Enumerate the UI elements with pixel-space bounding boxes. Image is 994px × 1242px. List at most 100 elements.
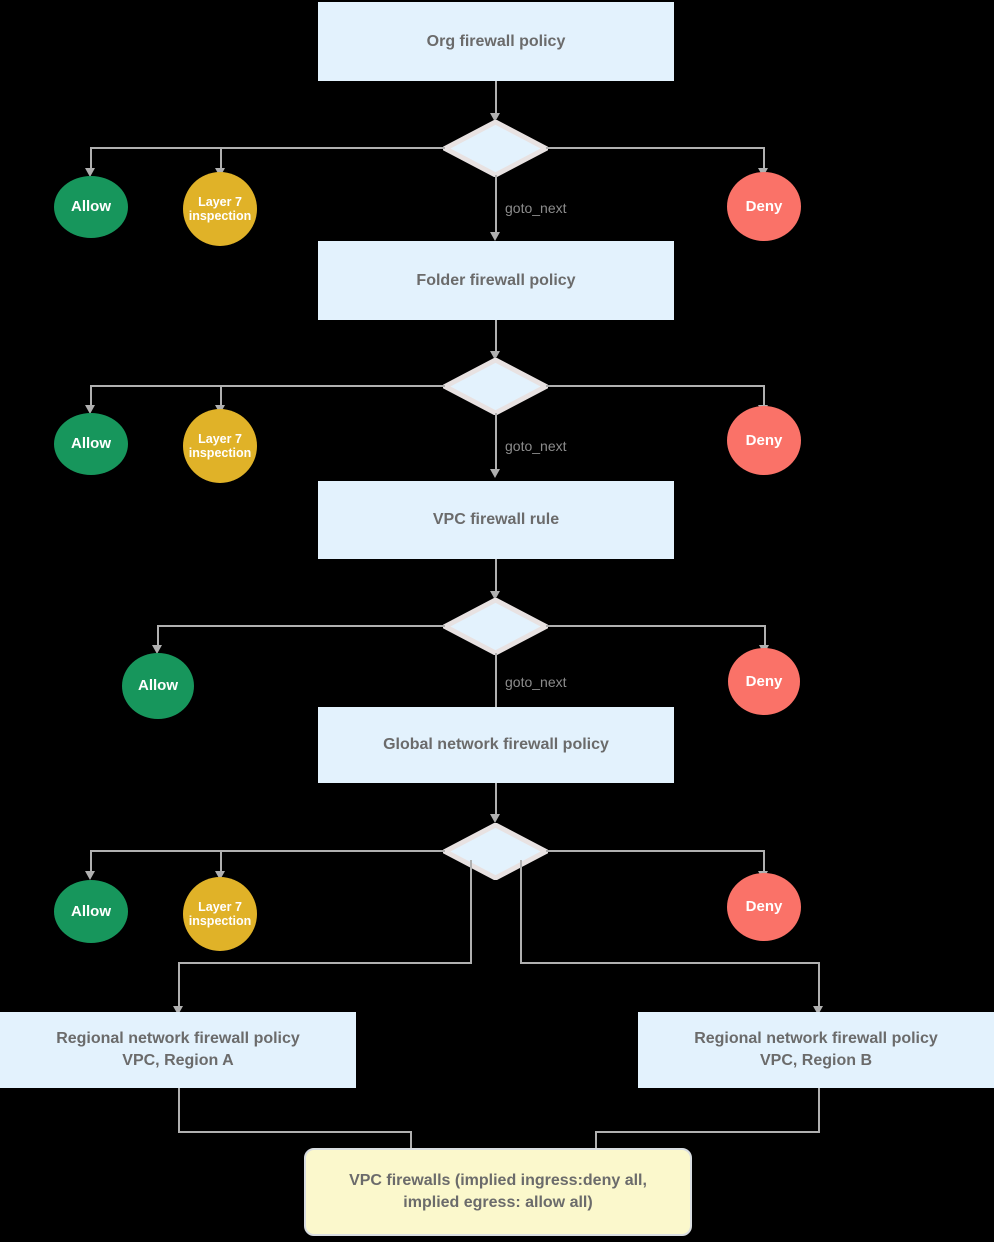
arrow-head bbox=[490, 814, 500, 823]
arrow-head bbox=[490, 591, 500, 600]
connector-org-to-decision bbox=[495, 81, 497, 115]
outcome-deny-1: Deny bbox=[727, 172, 801, 241]
node-vpc-firewall-rule: VPC firewall rule bbox=[318, 481, 674, 559]
node-regional-policy-region-a: Regional network firewall policy VPC, Re… bbox=[0, 1012, 356, 1088]
connector-decision4-down-left bbox=[470, 860, 472, 962]
outcome-label: Deny bbox=[745, 431, 783, 449]
outcome-layer7-4: Layer 7 inspection bbox=[183, 877, 257, 951]
connector-region-b-to-terminal bbox=[595, 1131, 820, 1133]
connector-global-to-decision bbox=[495, 783, 497, 816]
connector-to-region-b bbox=[520, 962, 820, 964]
outcome-allow-2: Allow bbox=[54, 413, 128, 475]
connector-decision3-left bbox=[157, 625, 445, 627]
connector-decision4-down-right bbox=[520, 860, 522, 962]
outcome-label: Allow bbox=[71, 435, 111, 453]
node-label: Org firewall policy bbox=[426, 32, 566, 50]
connector-goto-next-1 bbox=[495, 175, 497, 235]
connector-decision1-right bbox=[546, 147, 765, 149]
connector-decision2-right bbox=[546, 385, 765, 387]
connector-to-layer7-1 bbox=[220, 147, 222, 170]
outcome-label: Allow bbox=[71, 902, 111, 920]
connector-to-deny-1 bbox=[763, 147, 765, 170]
connector-to-layer7-2 bbox=[220, 385, 222, 407]
terminal-label-line1: VPC firewalls (implied ingress:deny all, bbox=[349, 1171, 647, 1189]
connector-to-layer7-4 bbox=[220, 850, 222, 873]
outcome-label: Deny bbox=[745, 197, 783, 215]
arrow-head bbox=[85, 168, 95, 177]
outcome-allow-3: Allow bbox=[122, 653, 194, 719]
outcome-label: Allow bbox=[138, 677, 178, 695]
node-label: VPC firewall rule bbox=[432, 511, 560, 529]
connector-to-deny-4 bbox=[763, 850, 765, 873]
decision-global-policy bbox=[443, 823, 548, 880]
outcome-label-line2: inspection bbox=[188, 446, 252, 460]
connector-decision1-left bbox=[90, 147, 445, 149]
edge-label-goto-next-2: goto_next bbox=[505, 438, 567, 454]
outcome-layer7-1: Layer 7 inspection bbox=[183, 172, 257, 246]
outcome-label: Allow bbox=[71, 198, 111, 216]
arrow-head bbox=[490, 232, 500, 241]
connector-to-deny-3 bbox=[764, 625, 766, 647]
outcome-label-line1: Layer 7 bbox=[198, 899, 242, 914]
connector-folder-to-decision bbox=[495, 320, 497, 353]
connector-vpcrule-to-decision bbox=[495, 559, 497, 593]
connector-terminal-in-right bbox=[595, 1131, 597, 1153]
arrow-head bbox=[490, 469, 500, 478]
terminal-label-line2: implied egress: allow all) bbox=[403, 1194, 593, 1211]
connector-to-deny-2 bbox=[763, 385, 765, 407]
node-label-line2: VPC, Region B bbox=[759, 1052, 872, 1069]
connector-region-a-to-terminal bbox=[178, 1131, 412, 1133]
arrow-head bbox=[85, 871, 95, 880]
decision-folder-policy bbox=[443, 358, 548, 415]
connector-goto-next-3 bbox=[495, 653, 497, 710]
outcome-allow-4: Allow bbox=[54, 880, 128, 943]
arrow-head bbox=[490, 113, 500, 122]
connector-region-b-drop bbox=[818, 962, 820, 1008]
connector-to-allow-2 bbox=[90, 385, 92, 407]
connector-decision4-right bbox=[546, 850, 765, 852]
connector-decision2-left bbox=[90, 385, 445, 387]
outcome-deny-4: Deny bbox=[727, 873, 801, 941]
outcome-label: Deny bbox=[745, 672, 783, 690]
node-global-network-firewall-policy: Global network firewall policy bbox=[318, 707, 674, 783]
outcome-label-line1: Layer 7 bbox=[198, 431, 242, 446]
edge-label-goto-next-3: goto_next bbox=[505, 674, 567, 690]
connector-region-a-drop bbox=[178, 962, 180, 1008]
node-vpc-firewalls-terminal: VPC firewalls (implied ingress:deny all,… bbox=[304, 1148, 692, 1236]
outcome-label-line1: Layer 7 bbox=[198, 194, 242, 209]
outcome-allow-1: Allow bbox=[54, 176, 128, 238]
node-label: Folder firewall policy bbox=[416, 271, 576, 289]
connector-decision3-right bbox=[546, 625, 766, 627]
node-label: Global network firewall policy bbox=[383, 736, 609, 754]
connector-region-a-out bbox=[178, 1088, 180, 1133]
outcome-label-line2: inspection bbox=[188, 914, 252, 928]
connector-terminal-in-left bbox=[410, 1131, 412, 1153]
decision-org-policy bbox=[443, 120, 548, 177]
connector-to-allow-1 bbox=[90, 147, 92, 170]
connector-decision4-left bbox=[90, 850, 445, 852]
outcome-layer7-2: Layer 7 inspection bbox=[183, 409, 257, 483]
node-regional-policy-region-b: Regional network firewall policy VPC, Re… bbox=[638, 1012, 994, 1088]
node-org-firewall-policy: Org firewall policy bbox=[318, 2, 674, 81]
arrow-head bbox=[152, 645, 162, 654]
connector-to-region-a bbox=[178, 962, 472, 964]
connector-region-b-out bbox=[818, 1088, 820, 1133]
outcome-deny-2: Deny bbox=[727, 406, 801, 475]
node-label-line1: Regional network firewall policy bbox=[56, 1030, 300, 1048]
arrow-head bbox=[173, 1006, 183, 1015]
node-label-line1: Regional network firewall policy bbox=[694, 1030, 938, 1048]
arrow-head bbox=[215, 871, 225, 880]
node-label-line2: VPC, Region A bbox=[122, 1052, 234, 1069]
decision-vpc-rule bbox=[443, 598, 548, 655]
arrow-head bbox=[85, 405, 95, 414]
outcome-label: Deny bbox=[745, 898, 783, 916]
connector-to-allow-4 bbox=[90, 850, 92, 873]
connector-goto-next-2 bbox=[495, 413, 497, 471]
outcome-deny-3: Deny bbox=[728, 648, 800, 715]
outcome-label-line2: inspection bbox=[188, 209, 252, 223]
edge-label-goto-next-1: goto_next bbox=[505, 200, 567, 216]
arrow-head bbox=[813, 1006, 823, 1015]
node-folder-firewall-policy: Folder firewall policy bbox=[318, 241, 674, 320]
arrow-head bbox=[490, 351, 500, 360]
